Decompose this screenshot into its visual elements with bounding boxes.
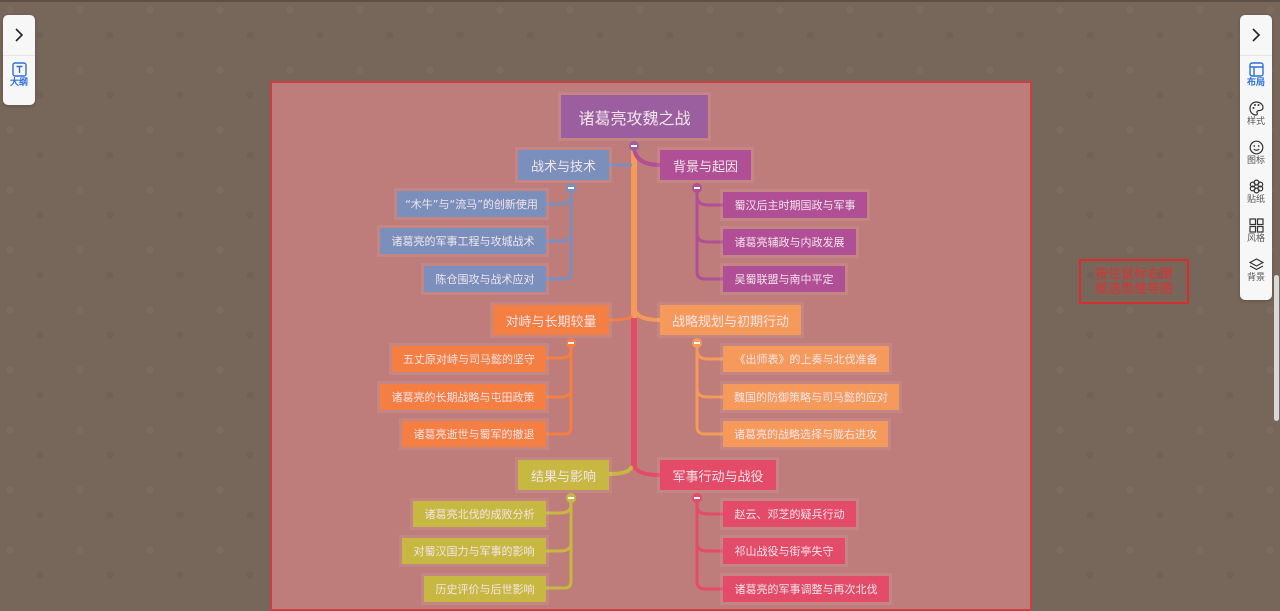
mindmap-canvas[interactable] (270, 81, 1032, 611)
leaf-text: 吴蜀联盟与南中平定 (734, 273, 834, 286)
chevron-right-icon (15, 28, 24, 42)
theme-label: 风格 (1246, 234, 1265, 244)
flower-icon (1249, 179, 1263, 194)
right-panel: 布局 样式 图标 贴纸 风格 背景 (1240, 15, 1272, 300)
branch-title: 背景与起因 (672, 159, 738, 175)
leaf-node[interactable]: 《出师表》的上奏与北伐准备 (723, 346, 889, 372)
leaf-node[interactable]: 蜀汉后主时期国政与军事 (723, 192, 867, 218)
right-panel-item-sticker[interactable]: 贴纸 (1240, 173, 1272, 212)
leaf-text: 蜀汉后主时期国政与军事 (734, 199, 856, 212)
right-panel-item-style[interactable]: 样式 (1240, 95, 1272, 134)
hint-line-2: 框选思维导图 (1094, 281, 1173, 297)
chevron-right-icon (1252, 28, 1261, 42)
strategy-collapse-button[interactable] (692, 338, 702, 348)
palette-icon (1248, 101, 1264, 116)
branch-title: 战术与技术 (530, 159, 596, 175)
leaf-node[interactable]: 诸葛亮的战略选择与陇右进攻 (723, 421, 888, 447)
leaf-node[interactable]: 诸葛亮的长期战略与屯田政策 (380, 384, 546, 410)
background-label: 背景 (1246, 273, 1265, 283)
layout-icon (1248, 62, 1264, 77)
right-panel-expand-button[interactable] (1240, 15, 1272, 56)
leaf-node[interactable]: 对蜀汉国力与军事的影响 (402, 538, 546, 564)
standoff-collapse-button[interactable] (566, 338, 576, 348)
box-select-hint: 按住鼠标右键 框选思维导图 (1079, 259, 1189, 304)
leaf-text: 诸葛亮的军事工程与攻城战术 (391, 235, 535, 248)
smiley-icon (1249, 140, 1263, 155)
right-panel-item-theme[interactable]: 风格 (1240, 212, 1272, 251)
branch-title: 对峙与长期较量 (505, 314, 597, 330)
leaf-node[interactable]: 陈仓围攻与战术应对 (424, 266, 546, 292)
leaf-node[interactable]: 诸葛亮北伐的成败分析 (413, 501, 546, 527)
branch-title: 结果与影响 (530, 469, 596, 485)
leaf-text: 诸葛亮的军事调整与再次北伐 (734, 583, 878, 596)
leaf-text: 对蜀汉国力与军事的影响 (413, 545, 535, 558)
branch-title: 战略规划与初期行动 (671, 314, 789, 330)
background-collapse-button[interactable] (692, 183, 702, 193)
military-collapse-button[interactable] (692, 493, 702, 503)
root-title: 诸葛亮攻魏之战 (578, 108, 691, 128)
leaf-text: 陈仓围攻与战术应对 (435, 273, 535, 286)
sticker-label: 贴纸 (1246, 195, 1265, 205)
branch-node-standoff[interactable]: 对峙与长期较量 (493, 305, 609, 335)
left-panel-item-outline[interactable]: 大纲 (3, 56, 35, 95)
leaf-text: “木牛”与“流马”的创新使用 (405, 198, 538, 211)
outline-label: 大纲 (9, 78, 28, 88)
branch-node-tactics[interactable]: 战术与技术 (518, 150, 609, 180)
left-panel-expand-button[interactable] (3, 15, 35, 56)
icon-label: 图标 (1246, 156, 1265, 166)
leaf-node[interactable]: 历史评价与后世影响 (424, 576, 546, 602)
grid-icon (1248, 218, 1264, 233)
outline-icon (11, 62, 27, 77)
leaf-text: 诸葛亮的长期战略与屯田政策 (391, 391, 535, 404)
right-panel-item-icon[interactable]: 图标 (1240, 134, 1272, 173)
branch-title: 军事行动与战役 (672, 469, 764, 485)
right-panel-item-layout[interactable]: 布局 (1240, 56, 1272, 95)
leaf-text: 诸葛亮北伐的成败分析 (424, 508, 535, 521)
leaf-node[interactable]: 诸葛亮的军事工程与攻城战术 (380, 228, 546, 254)
leaf-text: 历史评价与后世影响 (435, 583, 535, 596)
leaf-node[interactable]: 祁山战役与街亭失守 (723, 538, 845, 564)
branch-node-results[interactable]: 结果与影响 (518, 460, 609, 490)
leaf-node[interactable]: 诸葛亮辅政与内政发展 (723, 229, 856, 255)
leaf-text: 诸葛亮辅政与内政发展 (734, 236, 845, 249)
leaf-text: 诸葛亮的战略选择与陇右进攻 (734, 428, 877, 441)
leaf-node[interactable]: 吴蜀联盟与南中平定 (723, 266, 845, 292)
leaf-text: 五丈原对峙与司马懿的坚守 (403, 353, 535, 366)
leaf-node[interactable]: 诸葛亮逝世与蜀军的撤退 (402, 421, 546, 447)
root-node[interactable]: 诸葛亮攻魏之战 (561, 95, 708, 138)
layers-icon (1248, 258, 1264, 271)
branch-node-strategy[interactable]: 战略规划与初期行动 (660, 305, 801, 335)
left-panel: 大纲 (3, 15, 35, 105)
leaf-text: 魏国的防御策略与司马懿的应对 (734, 391, 888, 404)
vertical-scrollbar[interactable] (1274, 275, 1279, 421)
leaf-text: 赵云、邓芝的疑兵行动 (734, 508, 845, 521)
leaf-node[interactable]: 魏国的防御策略与司马懿的应对 (723, 384, 899, 410)
leaf-text: 祁山战役与街亭失守 (734, 545, 834, 558)
right-panel-item-background[interactable]: 背景 (1240, 251, 1272, 290)
leaf-node[interactable]: 赵云、邓芝的疑兵行动 (723, 501, 856, 527)
leaf-text: 诸葛亮逝世与蜀军的撤退 (413, 428, 535, 441)
branch-node-background[interactable]: 背景与起因 (660, 150, 751, 180)
leaf-node[interactable]: 诸葛亮的军事调整与再次北伐 (723, 576, 889, 602)
leaf-node[interactable]: 五丈原对峙与司马懿的坚守 (392, 346, 546, 372)
tactics-collapse-button[interactable] (566, 183, 576, 193)
branch-node-military[interactable]: 军事行动与战役 (660, 460, 776, 490)
top-edge (0, 0, 1280, 2)
leaf-node[interactable]: “木牛”与“流马”的创新使用 (397, 191, 546, 217)
style-label: 样式 (1246, 117, 1265, 127)
leaf-text: 《出师表》的上奏与北伐准备 (734, 353, 878, 366)
root-collapse-button[interactable] (629, 141, 639, 151)
results-collapse-button[interactable] (566, 493, 576, 503)
layout-label: 布局 (1246, 78, 1265, 88)
hint-line-1: 按住鼠标右键 (1094, 266, 1173, 282)
